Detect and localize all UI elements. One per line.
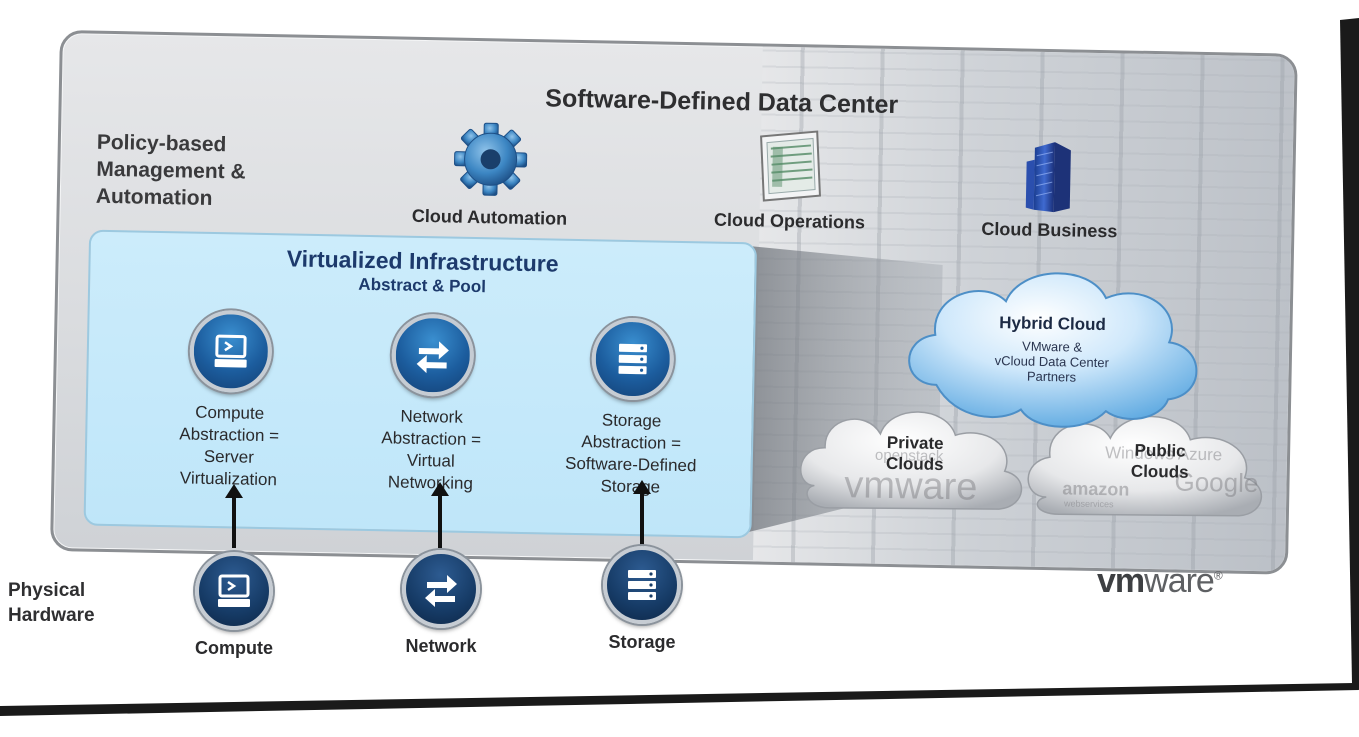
compute-abstraction: Compute Abstraction = Server Virtualizat… xyxy=(138,309,321,492)
hybrid-cloud-shape xyxy=(908,272,1198,428)
private-clouds-line-2: Clouds xyxy=(885,453,944,475)
network-hardware: Network xyxy=(366,550,516,657)
network-arrows-icon xyxy=(391,313,475,397)
computer-icon xyxy=(189,309,273,394)
private-clouds-line-1: Private xyxy=(886,432,944,454)
public-clouds-line-2: Clouds xyxy=(1130,461,1189,482)
dashboard-screen-icon xyxy=(760,130,822,202)
compute-hardware: Compute xyxy=(159,552,309,659)
vmware-logo-mark: ® xyxy=(1213,568,1223,583)
public-clouds-line-1: Public xyxy=(1134,440,1186,461)
building-icon xyxy=(1025,142,1071,213)
webservices-ghost-text: webservices xyxy=(1064,498,1114,510)
cloud-automation: Cloud Automation xyxy=(379,117,601,230)
compute-abstraction-text: Compute Abstraction = Server Virtualizat… xyxy=(138,401,320,492)
physical-line-1: Physical xyxy=(8,580,86,601)
storage-abstraction-text: Storage Abstraction = Software-Defined S… xyxy=(540,408,722,499)
network-arrows-icon xyxy=(402,550,480,628)
storage-hardware-label: Storage xyxy=(608,632,676,652)
sddc-panel: Software-Defined Data Center Policy-base… xyxy=(49,30,1298,575)
storage-icon xyxy=(591,317,675,401)
amazon-ghost-text: amazon xyxy=(1062,478,1130,500)
private-clouds-text: Private Clouds xyxy=(860,431,971,475)
storage-icon xyxy=(603,546,681,624)
network-up-arrow xyxy=(431,482,449,548)
storage-up-arrow xyxy=(633,480,651,548)
storage-abstraction: Storage Abstraction = Software-Defined S… xyxy=(540,316,723,499)
computer-icon xyxy=(195,552,273,630)
network-abstraction: Network Abstraction = Virtual Networking xyxy=(340,312,523,495)
compute-up-arrow xyxy=(225,484,243,548)
gear-icon xyxy=(454,122,528,196)
storage-hardware: Storage xyxy=(567,546,717,653)
storage-line-4: Storage xyxy=(600,476,661,497)
storage-line-3: Software-Defined xyxy=(564,453,697,476)
physical-line-2: Hardware xyxy=(8,605,95,626)
vmware-logo: vmware® xyxy=(1097,562,1223,601)
cloud-operations: Cloud Operations xyxy=(679,127,901,234)
hybrid-cloud-area xyxy=(747,246,1262,533)
compute-hardware-label: Compute xyxy=(195,638,273,658)
vmware-logo-light: ware xyxy=(1144,562,1215,600)
public-cloud-shape xyxy=(1027,415,1262,517)
private-cloud-shape xyxy=(800,411,1023,510)
virtualized-infrastructure-box: Virtualized Infrastructure Abstract & Po… xyxy=(83,229,758,539)
vmware-logo-bold: vm xyxy=(1097,562,1145,600)
network-hardware-label: Network xyxy=(405,636,477,656)
hybrid-cloud-title: Hybrid Cloud xyxy=(999,313,1107,335)
hybrid-cloud-text: Hybrid Cloud VMware & vCloud Data Center… xyxy=(956,312,1147,386)
physical-hardware-label: Physical Hardware xyxy=(8,578,95,628)
public-clouds-text: Public Clouds xyxy=(1095,439,1226,483)
cloud-business: Cloud Business xyxy=(949,140,1151,243)
